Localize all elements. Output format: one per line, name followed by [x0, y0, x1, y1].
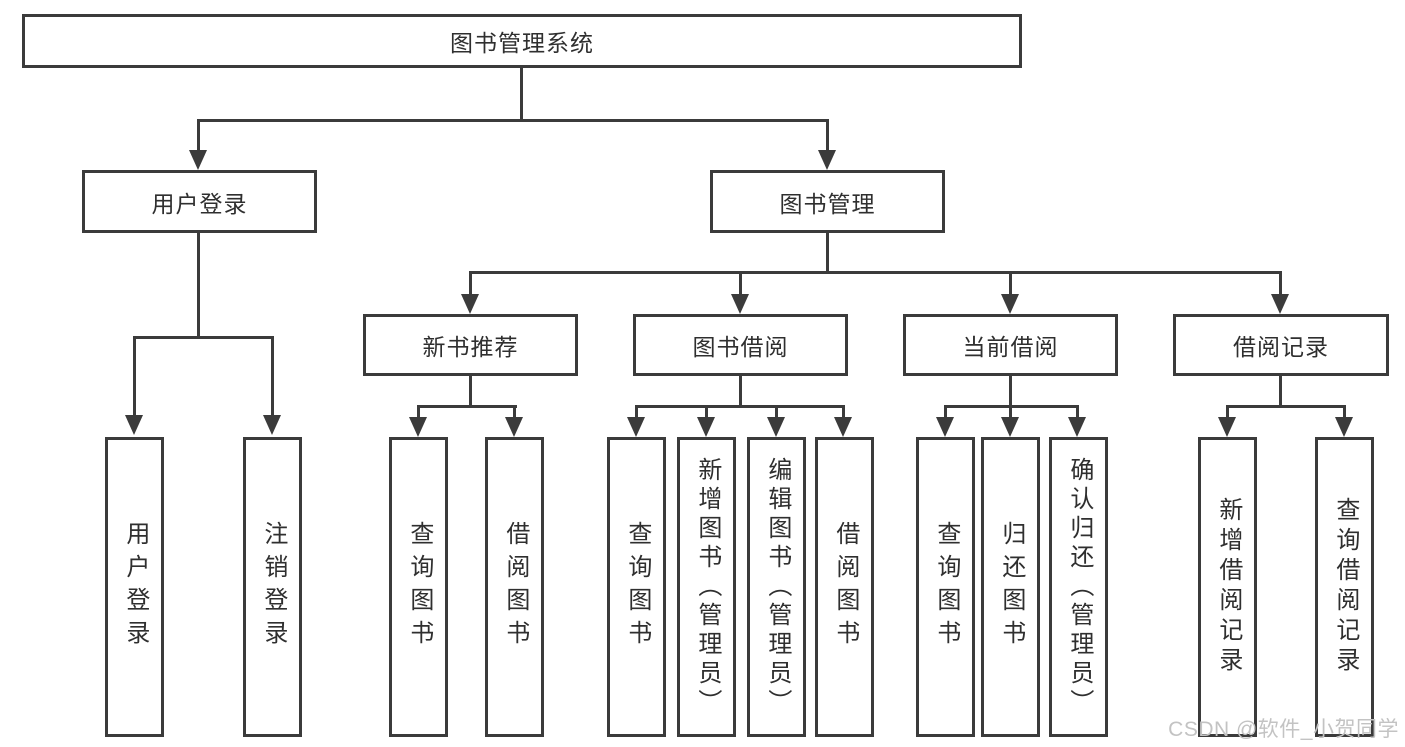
connector-stem: [417, 405, 420, 417]
node-user-login: 用户登录: [82, 170, 317, 233]
node-label: 图书管理系统: [450, 30, 594, 56]
leaf-add-book-admin: 新增图书（管理员）: [677, 437, 736, 737]
leaf-label: 用户登录: [121, 521, 149, 653]
arrowhead-book-management: [818, 150, 836, 170]
leaf-logout: 注销登录: [243, 437, 302, 737]
node-label: 借阅记录: [1233, 334, 1329, 360]
connector-stem: [944, 405, 947, 417]
connector-stem: [1343, 405, 1346, 417]
leaf-query-books-recommend: 查询图书: [389, 437, 448, 737]
leaf-return-books: 归还图书: [981, 437, 1040, 737]
node-label: 用户登录: [151, 190, 248, 217]
connector-stem-book-borrowing: [739, 271, 742, 296]
connector-level2-rail: [197, 119, 829, 122]
node-new-book-recommendation: 新书推荐: [363, 314, 578, 376]
node-label: 当前借阅: [962, 334, 1059, 360]
node-book-management: 图书管理: [710, 170, 945, 233]
connector-stem: [635, 405, 638, 417]
connector-book-borrowing-drop: [739, 376, 742, 408]
node-label: 新书推荐: [422, 334, 519, 360]
node-current-borrowing: 当前借阅: [903, 314, 1118, 376]
node-label: 图书借阅: [692, 334, 789, 360]
connector-stem: [1009, 405, 1012, 417]
arrowhead-leaf: [409, 417, 427, 437]
arrowhead-leaf: [627, 417, 645, 437]
leaf-query-borrow-record: 查询借阅记录: [1315, 437, 1374, 737]
node-label: 图书管理: [779, 190, 876, 217]
connector-borrowing-records-rail: [1226, 405, 1345, 408]
arrowhead-new-book: [461, 294, 479, 314]
arrowhead-book-borrowing: [731, 294, 749, 314]
node-root-system: 图书管理系统: [22, 14, 1022, 68]
leaf-edit-book-admin: 编辑图书（管理员）: [747, 437, 806, 737]
node-borrowing-records: 借阅记录: [1173, 314, 1389, 376]
leaf-label: 新增借阅记录: [1214, 497, 1242, 677]
leaf-borrow-books-recommend: 借阅图书: [485, 437, 544, 737]
connector-book-management-drop: [826, 233, 829, 273]
node-book-borrowing: 图书借阅: [633, 314, 848, 376]
arrowhead-leaf: [936, 417, 954, 437]
leaf-label: 查询图书: [623, 521, 651, 653]
connector-borrowing-records-drop: [1279, 376, 1282, 408]
leaf-label: 查询借阅记录: [1331, 497, 1359, 677]
arrowhead-leaf-user-login: [125, 415, 143, 435]
leaf-label: 编辑图书（管理员）: [763, 456, 791, 718]
connector-user-login-drop: [197, 233, 200, 336]
arrowhead-leaf: [767, 417, 785, 437]
connector-stem-current-borrowing: [1009, 271, 1012, 296]
connector-stem: [513, 405, 516, 417]
connector-stem-leaf-user-login: [133, 336, 136, 417]
leaf-label: 借阅图书: [501, 521, 529, 653]
connector-book-borrowing-rail: [635, 405, 845, 408]
leaf-label: 查询图书: [932, 521, 960, 653]
arrowhead-leaf: [1335, 417, 1353, 437]
arrowhead-current-borrowing: [1001, 294, 1019, 314]
leaf-label: 借阅图书: [831, 521, 859, 653]
leaf-label: 确认归还（管理员）: [1065, 456, 1093, 718]
connector-stem: [1076, 405, 1079, 417]
connector-current-borrowing-drop: [1009, 376, 1012, 408]
arrowhead-leaf: [1218, 417, 1236, 437]
leaf-label: 注销登录: [259, 521, 287, 653]
leaf-query-books-borrow: 查询图书: [607, 437, 666, 737]
arrowhead-leaf-logout: [263, 415, 281, 435]
arrowhead-leaf: [697, 417, 715, 437]
arrowhead-borrowing-records: [1271, 294, 1289, 314]
arrowhead-leaf: [1001, 417, 1019, 437]
arrowhead-leaf: [1068, 417, 1086, 437]
arrowhead-leaf: [834, 417, 852, 437]
connector-stem: [842, 405, 845, 417]
connector-stem: [775, 405, 778, 417]
connector-stem-leaf-logout: [271, 336, 274, 417]
csdn-watermark: CSDN @软件_小贺同学: [1168, 718, 1399, 741]
connector-stem: [1226, 405, 1229, 417]
arrowhead-leaf: [505, 417, 523, 437]
leaf-user-login: 用户登录: [105, 437, 164, 737]
leaf-query-books-current: 查询图书: [916, 437, 975, 737]
connector-stem-book-management: [826, 119, 829, 152]
leaf-label: 查询图书: [405, 521, 433, 653]
connector-stem-borrowing-records: [1279, 271, 1282, 296]
connector-root-drop: [520, 67, 523, 122]
arrowhead-user-login: [189, 150, 207, 170]
leaf-label: 归还图书: [997, 521, 1025, 653]
leaf-add-borrow-record: 新增借阅记录: [1198, 437, 1257, 737]
leaf-confirm-return-admin: 确认归还（管理员）: [1049, 437, 1108, 737]
connector-stem-user-login: [197, 119, 200, 152]
connector-stem-new-book: [469, 271, 472, 296]
leaf-label: 新增图书（管理员）: [693, 456, 721, 718]
leaf-borrow-books: 借阅图书: [815, 437, 874, 737]
connector-new-book-rail: [417, 405, 517, 408]
connector-new-book-drop: [469, 376, 472, 408]
connector-level3-rail: [469, 271, 1282, 274]
connector-user-login-rail: [133, 336, 274, 339]
connector-stem: [705, 405, 708, 417]
